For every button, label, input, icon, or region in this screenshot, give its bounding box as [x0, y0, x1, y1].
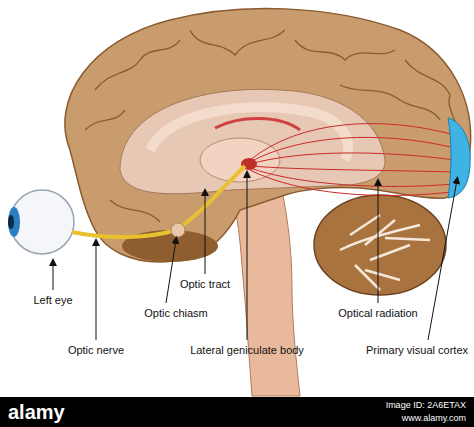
watermark-logo: alamy: [8, 401, 65, 423]
part-label: Optic tract: [180, 278, 230, 291]
image-id: Image ID: 2A6ETAX: [386, 400, 466, 411]
part-label: Optic chiasm: [144, 307, 208, 320]
part-label: Lateral geniculate body: [190, 344, 304, 357]
part-label: Left eye: [33, 294, 72, 307]
part-label: Optic nerve: [68, 344, 124, 357]
part-label: Primary visual cortex: [366, 344, 468, 357]
part-label: Optical radiation: [338, 307, 418, 320]
watermark-url: www.alamy.com: [402, 413, 466, 424]
